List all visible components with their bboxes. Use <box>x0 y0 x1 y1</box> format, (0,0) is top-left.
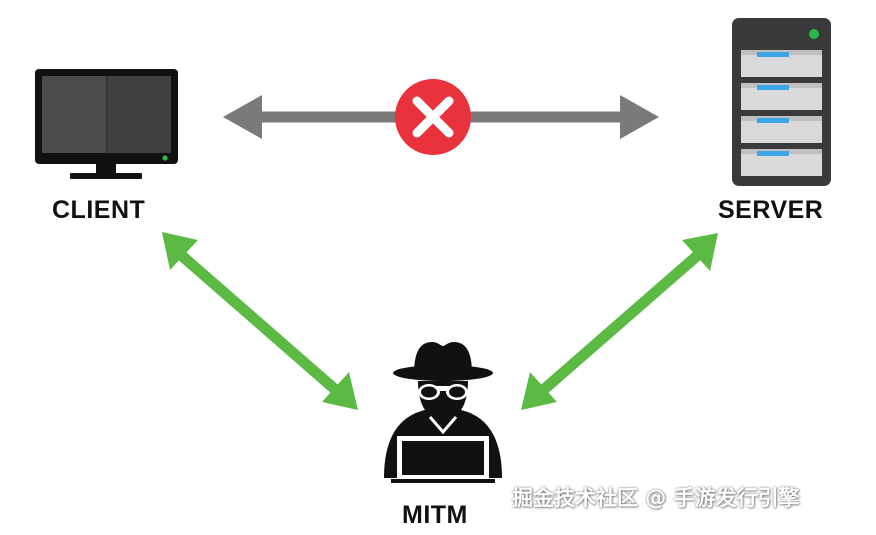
hacker-icon <box>384 342 502 483</box>
client-mitm-link <box>162 232 358 410</box>
server-mitm-link-line <box>537 250 702 397</box>
client-end-arrowhead <box>162 232 198 270</box>
monitor-icon <box>35 69 178 179</box>
mitm-label: MITM <box>402 501 468 529</box>
server-mitm-link <box>521 233 718 410</box>
client-side-arrowhead <box>223 95 262 139</box>
client-mitm-link-line <box>177 250 342 397</box>
client-label: CLIENT <box>52 196 146 224</box>
monitor-power-led <box>162 155 168 161</box>
server-side-arrowhead <box>620 95 659 139</box>
server-label: SERVER <box>718 196 824 224</box>
watermark-text: 掘金技术社区 @ 手游发行引擎 <box>512 486 800 510</box>
server-end-arrowhead <box>682 233 718 271</box>
mitm-end-arrowhead-right <box>521 372 557 410</box>
mitm-end-arrowhead-left <box>322 372 358 410</box>
server-rack-icon <box>732 18 831 186</box>
x-icon <box>395 79 471 155</box>
server-power-led <box>809 29 819 39</box>
